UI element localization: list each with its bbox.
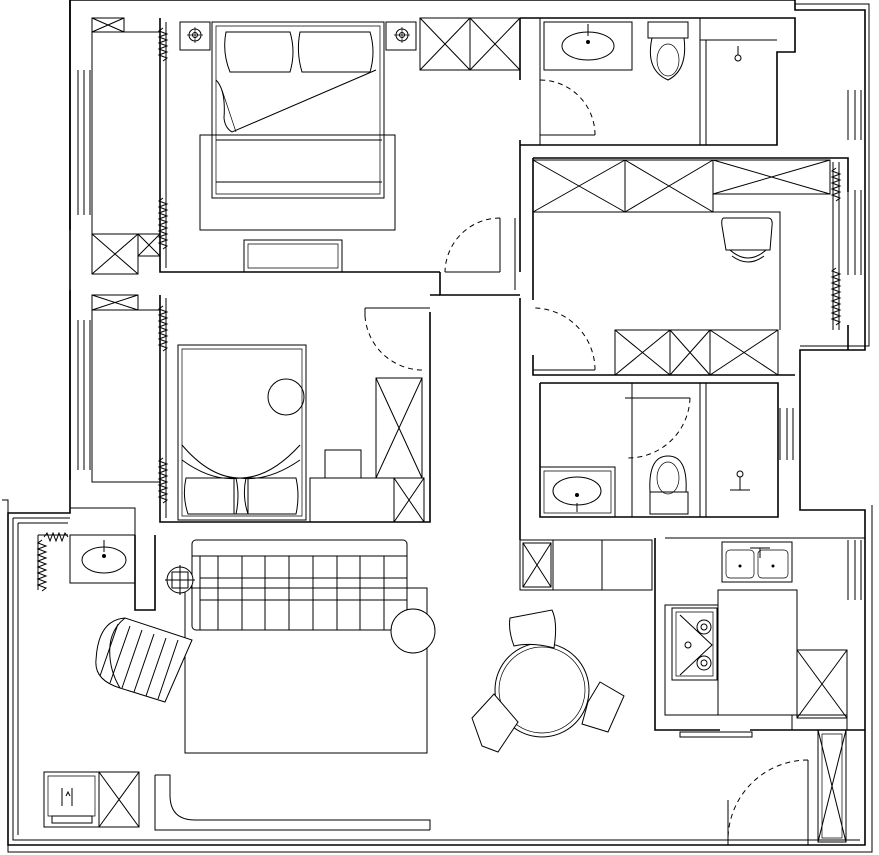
desk-icon — [310, 450, 394, 522]
floor-lamp-icon — [165, 565, 195, 595]
living-room — [44, 540, 652, 827]
bed-icon — [178, 345, 306, 520]
storage-cross-icon — [792, 650, 847, 730]
curtain-icon — [832, 162, 840, 330]
wardrobe-cross-icon — [818, 730, 846, 842]
double-bed-icon — [200, 22, 395, 230]
lounge-chair-icon — [96, 618, 192, 702]
shower-icon — [730, 471, 750, 490]
sofa-icon — [192, 540, 407, 630]
round-stool — [268, 379, 304, 415]
shoe-cabinet — [44, 772, 139, 827]
curtain-icon — [38, 533, 68, 591]
windows — [70, 70, 861, 600]
rug — [185, 588, 427, 753]
kitchen — [665, 542, 847, 730]
shower-icon — [735, 46, 741, 61]
nightstand-lamp-icon — [180, 22, 416, 50]
bench — [244, 240, 342, 272]
toilet-icon — [648, 22, 688, 80]
master-bedroom — [92, 18, 520, 274]
bedroom-2 — [92, 295, 424, 522]
washbasin-icon — [544, 22, 632, 70]
bathroom-1 — [544, 22, 741, 80]
round-side-table — [391, 609, 435, 653]
gas-hob-icon — [672, 608, 717, 680]
double-sink-icon — [722, 542, 792, 582]
washbasin-icon — [540, 467, 615, 517]
storage-cross-icon — [533, 160, 830, 375]
wardrobe-cross-icon — [92, 18, 520, 274]
balcony — [38, 533, 846, 842]
sideboard — [520, 540, 652, 590]
study — [533, 160, 840, 375]
dining-chair — [510, 610, 556, 648]
interior-walls — [70, 0, 865, 830]
wardrobe-cross-icon — [92, 295, 424, 522]
bathroom-2 — [540, 456, 750, 517]
washbasin-icon — [70, 535, 135, 583]
door-swing-icon-set — [365, 80, 808, 845]
toilet-icon — [650, 456, 688, 514]
dining-chair — [582, 682, 624, 732]
dining-chair — [472, 694, 518, 752]
chair-icon — [722, 218, 772, 262]
dining-area — [472, 610, 624, 752]
